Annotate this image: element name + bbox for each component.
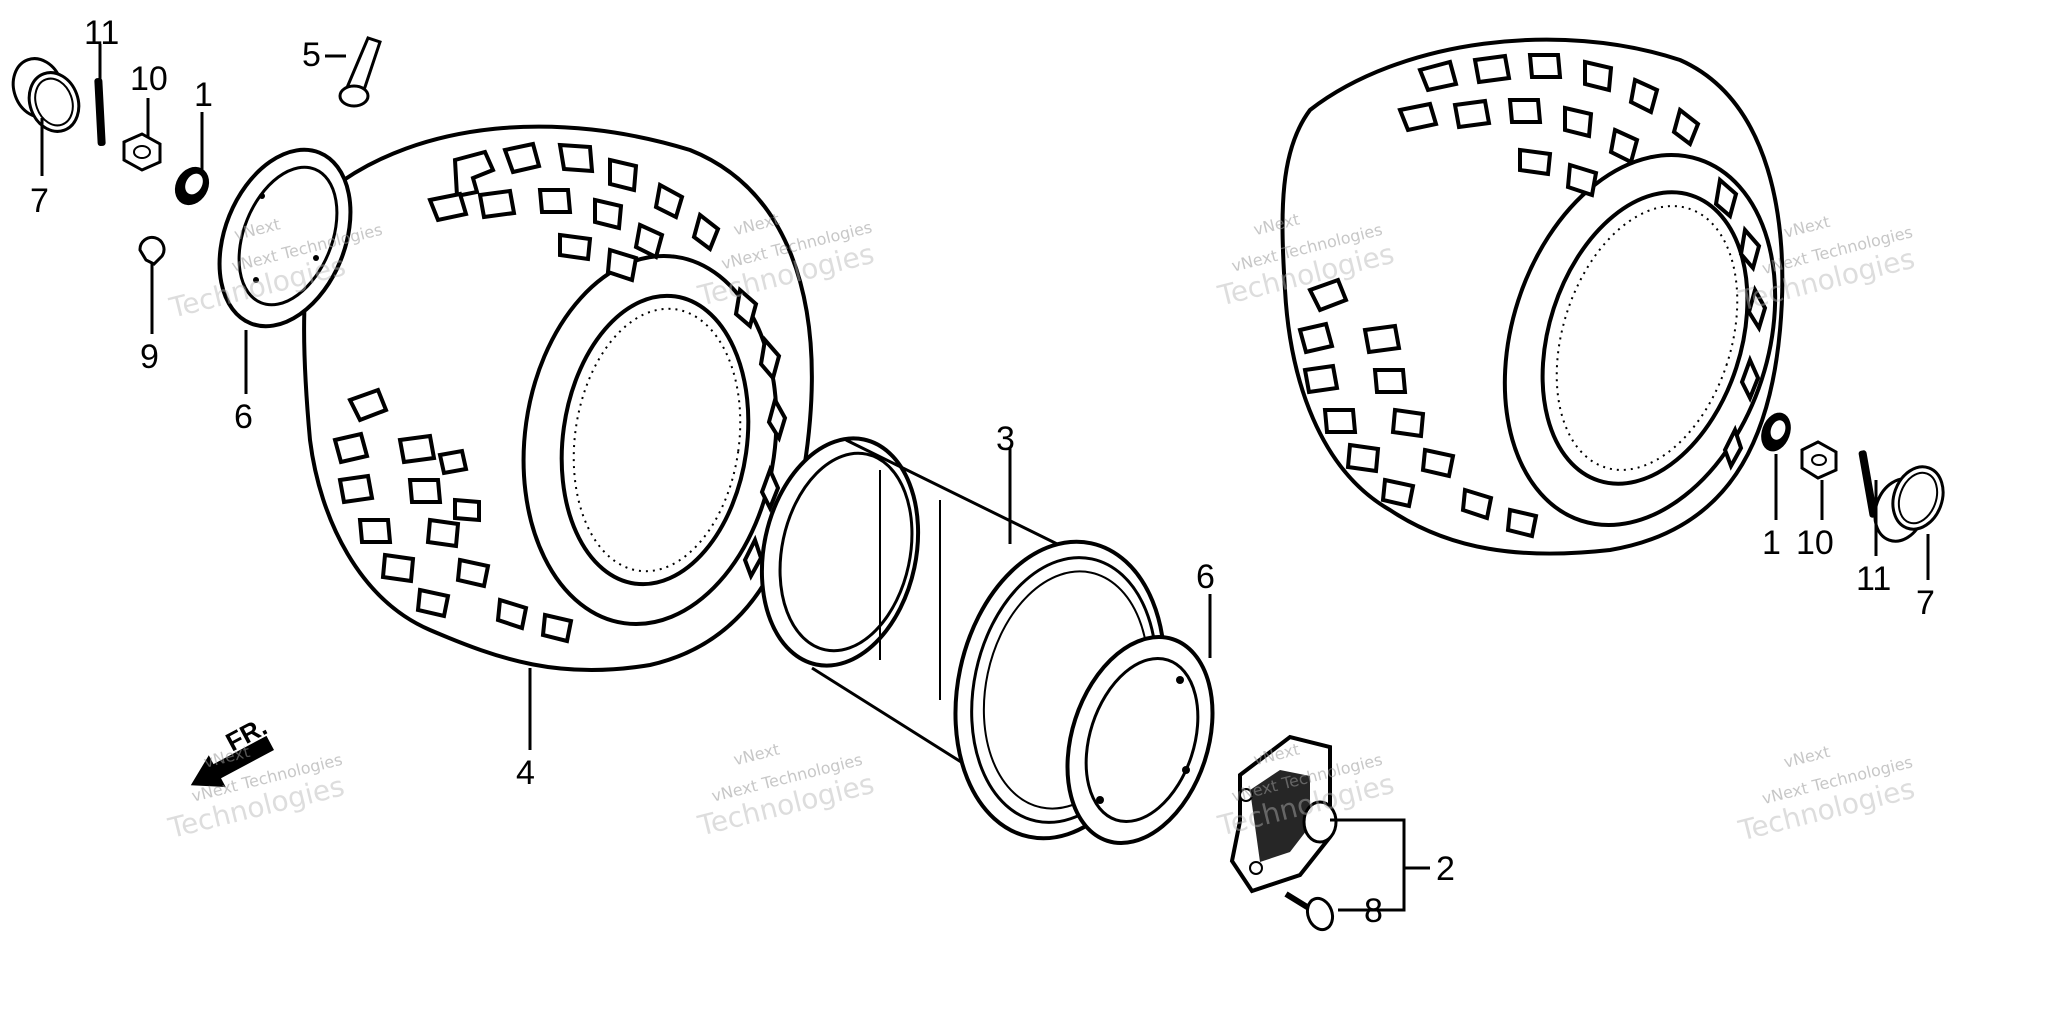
callout-7-left: 7 xyxy=(30,182,49,220)
callout-5: 5 xyxy=(302,36,321,74)
part-6-right-plate xyxy=(1065,635,1215,845)
callout-4: 4 xyxy=(516,754,535,792)
watermark-6: vNext Technologies Technologies vNext xyxy=(694,740,877,843)
right-tire-assembly: 1 10 11 7 xyxy=(1280,37,1945,622)
callout-1-right: 1 xyxy=(1762,524,1781,562)
svg-text:vNext: vNext xyxy=(1782,742,1832,772)
leader-2-bracket xyxy=(1330,818,1406,912)
part-7-right-collar xyxy=(1873,465,1945,543)
watermark-8: vNext Technologies Technologies vNext xyxy=(1734,742,1917,848)
right-tire-tread xyxy=(1297,53,1768,539)
callout-8: 8 xyxy=(1364,892,1383,930)
part-8-bolt xyxy=(1284,891,1335,932)
part-1-left-washer xyxy=(174,166,210,206)
part-10-right-nut xyxy=(1800,440,1838,480)
callout-9: 9 xyxy=(140,338,159,376)
part-11-left-pin xyxy=(94,77,106,147)
svg-text:vNext: vNext xyxy=(732,740,782,770)
left-tire-assembly: 11 10 1 7 9 6 5 4 xyxy=(11,14,814,792)
callout-3: 3 xyxy=(996,420,1015,458)
callout-6-right: 6 xyxy=(1196,558,1215,596)
left-tire xyxy=(302,124,814,673)
callout-2: 2 xyxy=(1436,850,1455,888)
part-1-right-washer xyxy=(1761,412,1791,452)
callout-11-right: 11 xyxy=(1856,560,1891,598)
front-arrow-icon xyxy=(190,735,274,788)
part-5-valve-stem xyxy=(338,36,382,108)
hub-assembly: 2 8 xyxy=(1229,734,1455,932)
part-11-right-pin xyxy=(1858,450,1878,518)
left-tire-tread xyxy=(332,141,788,644)
part-7-left-collar xyxy=(11,57,81,133)
part-2-hub xyxy=(1229,734,1338,894)
callout-10-left: 10 xyxy=(130,60,168,98)
right-tire xyxy=(1280,37,1785,556)
part-6-left-plate xyxy=(217,147,353,329)
svg-text:vNext: vNext xyxy=(1782,212,1832,242)
part-10-left-nut xyxy=(122,132,162,172)
rim-assembly: 3 6 xyxy=(759,420,1215,845)
callout-7-right: 7 xyxy=(1916,584,1935,622)
left-leader-lines xyxy=(40,44,532,750)
callout-1-left: 1 xyxy=(194,76,213,114)
part-9-valve-cap xyxy=(138,235,166,266)
callout-11-left: 11 xyxy=(84,14,119,52)
right-leader-lines xyxy=(1774,454,1930,580)
callout-10-right: 10 xyxy=(1796,524,1834,562)
callout-6-left: 6 xyxy=(234,398,253,436)
